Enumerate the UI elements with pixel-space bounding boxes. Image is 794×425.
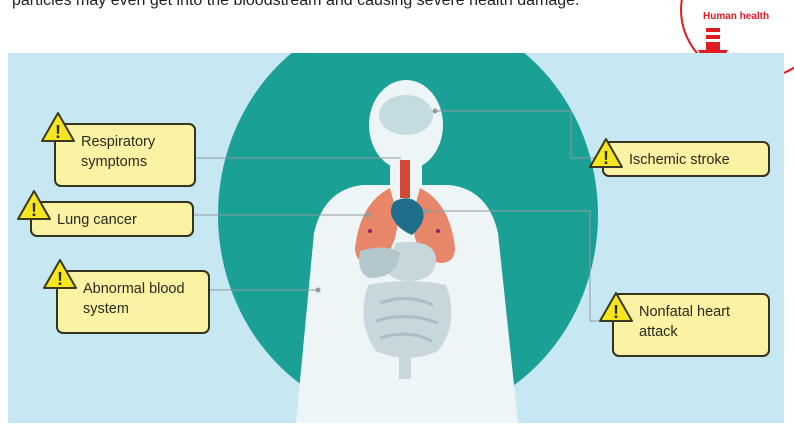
warning-icon: ! [16, 189, 52, 221]
warning-icon: ! [40, 111, 76, 143]
svg-text:!: ! [31, 200, 37, 220]
warning-icon: ! [588, 137, 624, 169]
warning-icon: ! [598, 291, 634, 323]
callout-blood-label: Abnormal blood system [83, 281, 185, 317]
leader-lines [8, 53, 784, 423]
callout-lung-cancer: Lung cancer [30, 201, 194, 237]
diagram-panel: Respiratory symptoms Lung cancer Abnorma… [8, 53, 784, 423]
svg-text:!: ! [603, 148, 609, 168]
intro-text: particles may even get into the bloodstr… [12, 0, 712, 10]
callout-heart-label: Nonfatal heart attack [639, 304, 730, 340]
callout-stroke: Ischemic stroke [602, 141, 770, 177]
callout-blood: Abnormal blood system [56, 270, 210, 334]
callout-heart: Nonfatal heart attack [612, 293, 770, 357]
badge-label: Human health [703, 11, 769, 22]
callout-lung-cancer-label: Lung cancer [57, 212, 137, 228]
callout-respiratory-label: Respiratory symptoms [81, 134, 155, 170]
callout-stroke-label: Ischemic stroke [629, 152, 730, 168]
svg-text:!: ! [57, 269, 63, 289]
svg-text:!: ! [613, 302, 619, 322]
warning-icon: ! [42, 258, 78, 290]
svg-text:!: ! [55, 122, 61, 142]
